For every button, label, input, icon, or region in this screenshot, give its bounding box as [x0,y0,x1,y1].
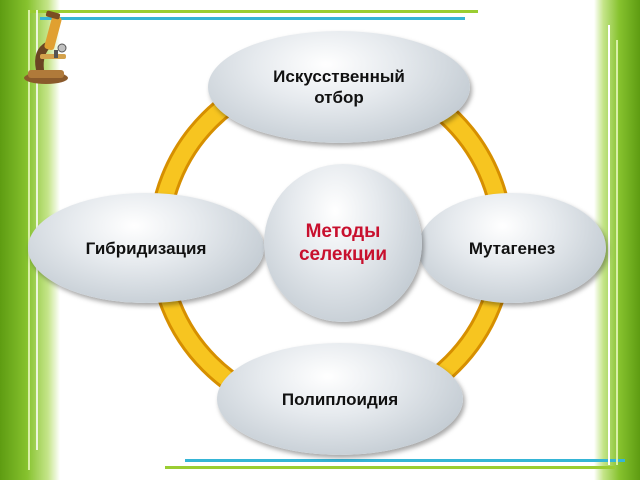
top-line-blue [40,17,465,20]
node-top-line1: Искусственный [273,67,405,86]
top-line-green [30,10,478,13]
bottom-line-blue [185,459,625,462]
node-selection-methods: Методы селекции [264,164,422,322]
bottom-line-green [165,466,615,469]
node-center-line1: Методы [305,221,381,242]
microscope-icon [24,10,68,84]
node-artificial-selection: Искусственный отбор [208,31,470,143]
node-artificial-selection-label: Искусственный отбор [273,66,405,108]
node-top-line2: отбор [314,88,364,107]
node-hybridization-label: Гибридизация [85,238,207,258]
right-line-2 [616,40,618,465]
node-mutagenesis-label: Мутагенез [468,238,556,258]
node-hybridization: Гибридизация [28,193,264,303]
node-polyploidy-label: Полиплоидия [281,389,399,409]
right-line-1 [608,25,610,465]
node-mutagenesis: Мутагенез [418,193,606,303]
node-center-label: Методы селекции [299,220,387,266]
node-center-line2: селекции [298,244,388,265]
node-polyploidy: Полиплоидия [217,343,463,455]
